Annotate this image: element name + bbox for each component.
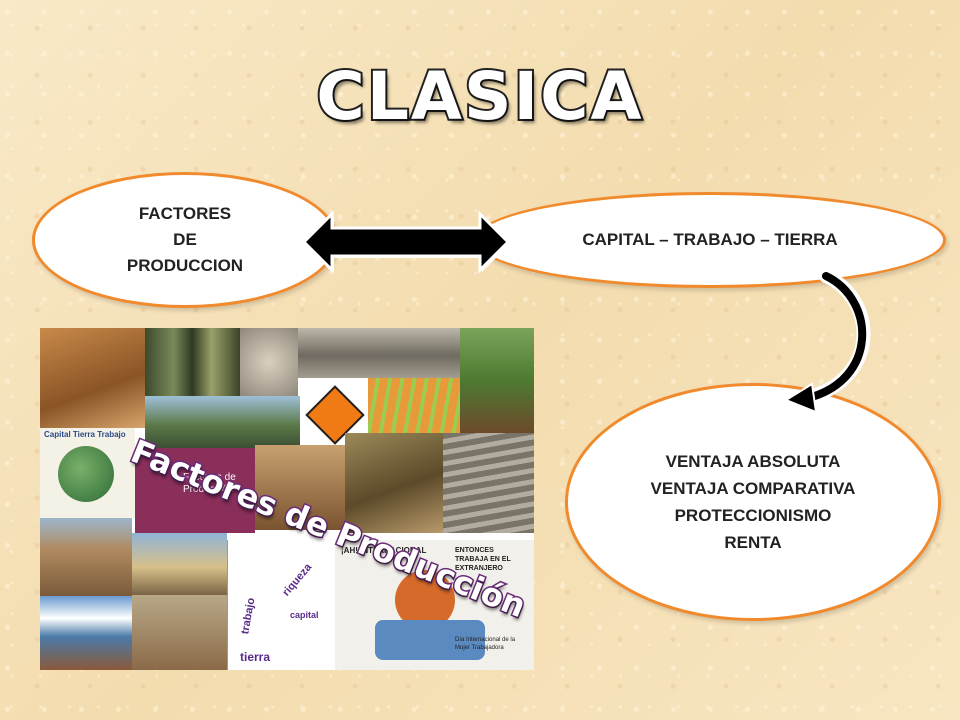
collage-tile-crafts [240,328,298,396]
collage-tile-field-rows [443,433,534,533]
ventajas-ellipse: VENTAJA ABSOLUTA VENTAJA COMPARATIVA PRO… [565,383,941,621]
comic-word-trabajo: trabajo [239,596,258,636]
factores-line-1: FACTORES [138,204,232,223]
renta: RENTA [724,533,782,552]
collage-tile-seedlings [368,378,460,433]
collage-tile-mountains [40,596,132,670]
factores-line-3: PRODUCCION [126,256,244,275]
ventaja-comparativa: VENTAJA COMPARATIVA [650,479,856,498]
factores-collage: Capital Tierra Trabajo Factores de Produ… [40,328,534,670]
collage-tile-globe: Capital Tierra Trabajo [40,428,135,518]
collage-tile-city [40,518,132,596]
collage-tile-lake [132,533,227,595]
panel-caption: Factores de Producción [183,472,236,495]
factores-ellipse: FACTORES DE PRODUCCION [32,172,338,308]
slide-title: CLASICA [314,56,644,137]
comic-word-capital: capital [290,610,319,620]
curved-arrow-icon [783,269,871,414]
collage-tile-city-old [255,445,345,530]
collage-tile-purple-panel: Factores de Producción [135,448,255,533]
collage-tile-plowing [460,328,534,433]
ventaja-absoluta: VENTAJA ABSOLUTA [665,452,841,471]
collage-tile-comic-woman: ¡AH! INTERNACIONAL ENTONCES TRABAJA EN E… [335,540,534,670]
collage-tile-house [145,396,300,448]
comic-footer: Día Internacional de la Mujer Trabajador… [455,637,516,651]
comic-word-riqueza: riqueza [280,561,315,599]
factores-line-2: DE [173,230,197,249]
collage-tile-adobe [132,595,227,670]
comic-banner: ENTONCES TRABAJA EN EL EXTRANJERO [455,547,511,572]
globe-caption: Capital Tierra Trabajo [44,430,126,439]
collage-tile-forest [145,328,240,396]
double-arrow-icon [301,210,511,274]
comic-word-tierra: tierra [240,650,271,664]
collage-tile-comic-wheelbarrow: trabajo riqueza capital tierra [227,540,336,670]
proteccionismo: PROTECCIONISMO [674,506,832,525]
comic-bubble: ¡AH! INTERNACIONAL [341,546,427,555]
collage-tile-workers-bw [298,328,460,378]
capital-ellipse: CAPITAL – TRABAJO – TIERRA [474,192,946,288]
collage-tile-miner [40,328,145,428]
collage-tile-farmers [345,433,443,533]
capital-text: CAPITAL – TRABAJO – TIERRA [582,230,838,249]
